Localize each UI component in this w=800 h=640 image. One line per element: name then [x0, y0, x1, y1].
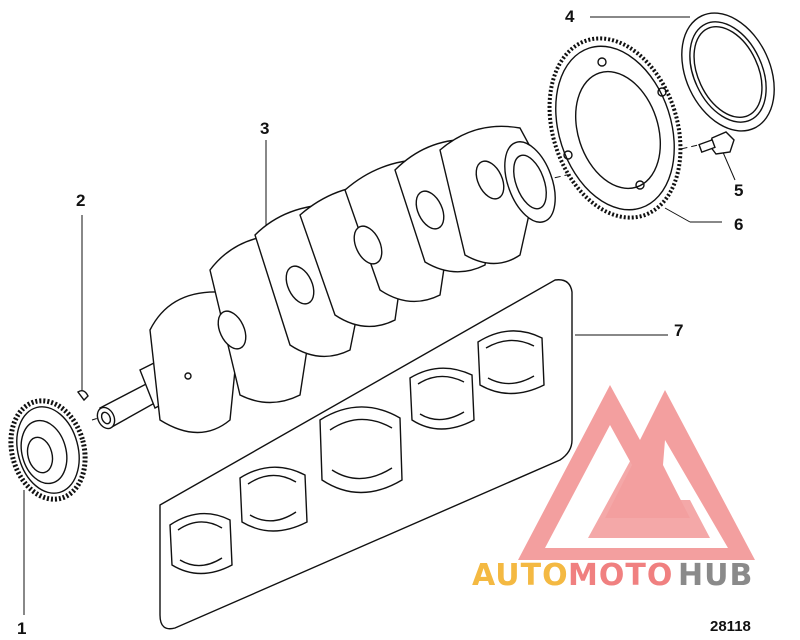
callout-4: 4	[565, 7, 575, 26]
wordmark-hub: HUB	[678, 558, 754, 593]
woodruff-key	[76, 389, 89, 402]
wordmark-moto: MOTO	[568, 558, 674, 593]
callout-5: 5	[734, 181, 744, 200]
bearing-shell	[239, 466, 308, 532]
bolt	[698, 131, 735, 155]
watermark-wordmark: AUTO MOTO HUB	[472, 558, 792, 598]
bearing-shell	[169, 512, 233, 575]
rear-main-seal	[681, 12, 775, 132]
bearing-shell	[477, 330, 545, 395]
callout-1: 1	[17, 619, 27, 638]
watermark-logo-icon	[518, 385, 755, 560]
crankshaft-gear	[8, 398, 88, 502]
callout-2: 2	[76, 191, 86, 210]
bearing-shell	[319, 406, 403, 494]
crankshaft	[96, 125, 556, 434]
bearing-set	[159, 279, 573, 630]
reluctor-wheel	[547, 36, 683, 220]
wordmark-auto: AUTO	[472, 558, 569, 593]
callout-6: 6	[734, 215, 744, 234]
bearing-shell	[409, 367, 475, 430]
callout-3: 3	[260, 119, 270, 138]
callout-7: 7	[674, 321, 684, 340]
figure-number: 28118	[710, 618, 751, 635]
